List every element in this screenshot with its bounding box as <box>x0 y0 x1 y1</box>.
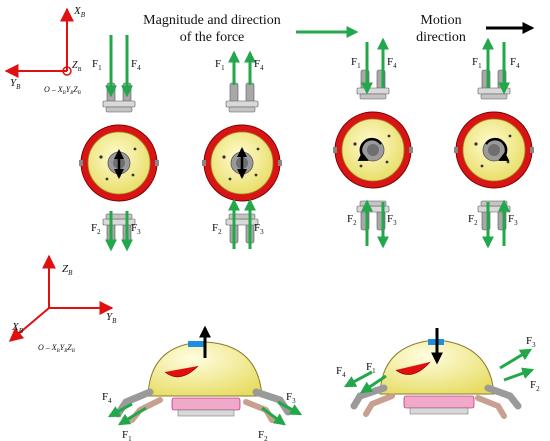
label-f3: F3 <box>254 222 264 236</box>
legend-force-line1: Magnitude and direction <box>143 13 281 28</box>
dome-red-mark <box>395 361 431 375</box>
robot-top-view-4: F1 F4 F2 F3 <box>453 37 535 249</box>
label-f2: F2 <box>347 213 357 227</box>
top-cap <box>188 341 204 347</box>
label-f4: F4 <box>131 58 141 72</box>
leg-f2 <box>475 395 507 419</box>
label-f4: F4 <box>102 391 112 405</box>
robot-top-view-2: F1 F4 F2 F3 <box>201 50 283 249</box>
label-f1: F1 <box>351 56 361 70</box>
label-f1: F1 <box>92 58 102 72</box>
label-f3: F3 <box>131 222 141 236</box>
force-arrow-f4 <box>107 402 133 418</box>
label-f4: F4 <box>254 58 264 72</box>
rotation-arrow <box>357 137 383 162</box>
xb-label-bottom: XB <box>11 321 24 335</box>
origin-label-bottom: O – XBYBZB <box>38 343 75 354</box>
leg-f3 <box>252 388 292 416</box>
dome-red-mark <box>164 365 199 378</box>
label-f3: F3 <box>387 213 397 227</box>
top-coordinate-frame: XB YB ZB O – XBYBZB <box>4 5 86 96</box>
zb-label-top: ZB <box>72 60 82 73</box>
label-f4: F4 <box>387 56 397 70</box>
robot-side-view-2: F4 F1 F3 F2 <box>336 328 540 419</box>
label-f2: F2 <box>258 429 268 441</box>
leg-f3 <box>484 384 522 410</box>
zb-label-bottom: ZB <box>62 263 73 277</box>
leg-f1 <box>129 397 163 423</box>
xb-label-top: XB <box>73 5 86 19</box>
label-f3: F3 <box>508 213 518 227</box>
base-link <box>409 407 469 415</box>
label-f2: F2 <box>530 379 540 393</box>
origin-label-top: O – XBYBZB <box>44 85 81 96</box>
force-arrow-f1 <box>117 406 147 426</box>
legend: Magnitude and direction of the force Mot… <box>143 13 535 45</box>
label-f2: F2 <box>212 222 222 236</box>
base-plate <box>403 395 475 409</box>
legend-force-line2: of the force <box>180 30 245 45</box>
base-plate <box>171 397 241 411</box>
label-f2: F2 <box>91 222 101 236</box>
legend-motion-line1: Motion <box>420 13 461 28</box>
robot-top-view-3: F1 F4 F2 F3 <box>332 37 414 249</box>
label-f1: F1 <box>472 56 482 70</box>
zb-axis-top <box>62 66 72 76</box>
force-arrow-f3 <box>277 400 303 416</box>
robot-side-view-1: F4 F1 F3 F2 <box>102 325 303 441</box>
xb-axis-bottom <box>8 307 50 342</box>
force-arrow-f1 <box>360 374 387 394</box>
legend-motion-line2: direction <box>416 30 466 45</box>
bottom-coordinate-frame: ZB YB XB O – XBYBZB <box>8 254 117 354</box>
yb-label-bottom: YB <box>106 311 117 325</box>
leg-f4 <box>350 384 388 410</box>
robot-top-view-1: F1 F4 F2 F3 <box>78 35 160 252</box>
label-f1: F1 <box>215 58 225 72</box>
rotation-arrow <box>484 137 510 162</box>
label-f1: F1 <box>366 361 376 375</box>
label-f4: F4 <box>510 56 520 70</box>
label-f2: F2 <box>468 213 478 227</box>
label-f3: F3 <box>526 335 536 349</box>
force-arrow-f3 <box>499 348 533 370</box>
force-arrow-f4 <box>343 370 373 388</box>
label-f4: F4 <box>336 365 346 379</box>
force-arrow-f2 <box>503 367 535 382</box>
base-link <box>177 409 235 417</box>
leg-f1 <box>363 393 395 417</box>
label-f1: F1 <box>122 429 132 441</box>
label-f3: F3 <box>286 391 296 405</box>
force-arrow-f2 <box>261 406 286 426</box>
yb-label-top: YB <box>10 77 21 91</box>
